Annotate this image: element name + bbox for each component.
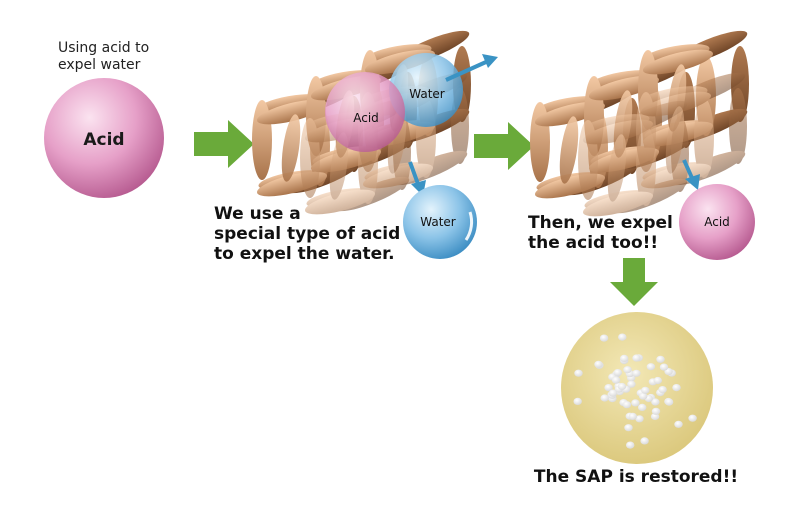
- acid-exit-arrow: [682, 159, 700, 190]
- sap-pellet: [632, 369, 641, 377]
- caption-step1-line-2: special type of acid: [214, 224, 400, 244]
- sap-pellet: [674, 420, 683, 428]
- sap-pellet: [651, 398, 660, 406]
- acid-bubble-large-label: Acid: [83, 130, 124, 150]
- sap-pellet: [626, 441, 635, 449]
- acid-bubble-large: Acid: [44, 78, 164, 198]
- sap-pellet: [613, 369, 622, 377]
- sap-pellet: [659, 363, 669, 371]
- intro-line-1: Using acid to: [58, 40, 149, 56]
- sap-pellet: [638, 403, 647, 411]
- sap-pellet: [622, 401, 632, 409]
- arrow-down: [610, 258, 658, 306]
- water-bubble-expelled: Water: [403, 185, 477, 259]
- sap-pellet: [641, 386, 650, 394]
- sap-pellet: [599, 334, 609, 342]
- caption-step1-line-1: We use a: [214, 204, 301, 224]
- sap-pellet: [635, 415, 644, 423]
- acid-expelled-label: Acid: [704, 215, 730, 229]
- arrow-right-2: [474, 122, 534, 170]
- sap-pellet: [656, 355, 665, 363]
- sap-pellet: [639, 392, 648, 400]
- sap-pellet: [628, 412, 637, 420]
- sap-pellet: [624, 424, 633, 432]
- sap-pellet: [617, 382, 627, 391]
- sap-pellet: [573, 397, 582, 405]
- sap-pellet: [604, 384, 613, 392]
- acid-bubble-in-cage: Acid: [325, 72, 405, 152]
- sap-pellet: [608, 389, 618, 397]
- sap-pellet: [618, 333, 627, 341]
- sap-pellet: [664, 398, 674, 406]
- sap-pellet: [611, 376, 621, 384]
- sap-pellet: [594, 360, 603, 368]
- sap-pellet: [600, 394, 609, 402]
- sap-pellet: [631, 399, 640, 407]
- sap-pellet: [640, 437, 649, 445]
- caption-step2-text: Then, we expel the acid too!!: [528, 213, 679, 253]
- caption-step2-line-2: the acid too!!: [528, 233, 658, 253]
- caption-step1-text: We use a special type of acid to expel t…: [214, 204, 406, 264]
- sap-pellet: [672, 384, 681, 392]
- sap-pellet: [623, 366, 632, 374]
- sap-pellet: [646, 363, 656, 371]
- intro-text: Using acid to expel water: [58, 40, 154, 73]
- sap-pellet: [632, 354, 641, 362]
- caption-step2-line-1: Then, we expel: [528, 213, 673, 233]
- sap-pellet: [688, 414, 697, 422]
- water-bubble-in-cage: Water: [389, 53, 463, 127]
- sap-pellet: [620, 354, 629, 362]
- sap-pellet: [627, 380, 636, 388]
- caption-step1-line-3: to expel the water.: [214, 244, 395, 264]
- water-expelled-label: Water: [420, 215, 456, 229]
- sap-pellets: [573, 333, 697, 449]
- sap-pellet: [653, 376, 662, 385]
- caption-result: The SAP is restored!!: [534, 467, 738, 487]
- sap-pellet: [651, 407, 661, 415]
- sap-restored-disc: [561, 312, 713, 464]
- arrow-right-1: [194, 120, 254, 168]
- acid-bubble-expelled: Acid: [679, 184, 755, 260]
- sap-pellet: [574, 369, 583, 377]
- sap-pellet: [658, 386, 667, 394]
- water-in-cage-label: Water: [409, 87, 445, 101]
- intro-line-2: expel water: [58, 57, 141, 73]
- acid-in-cage-label: Acid: [353, 111, 379, 125]
- water-exit-arrow-up: [445, 54, 498, 82]
